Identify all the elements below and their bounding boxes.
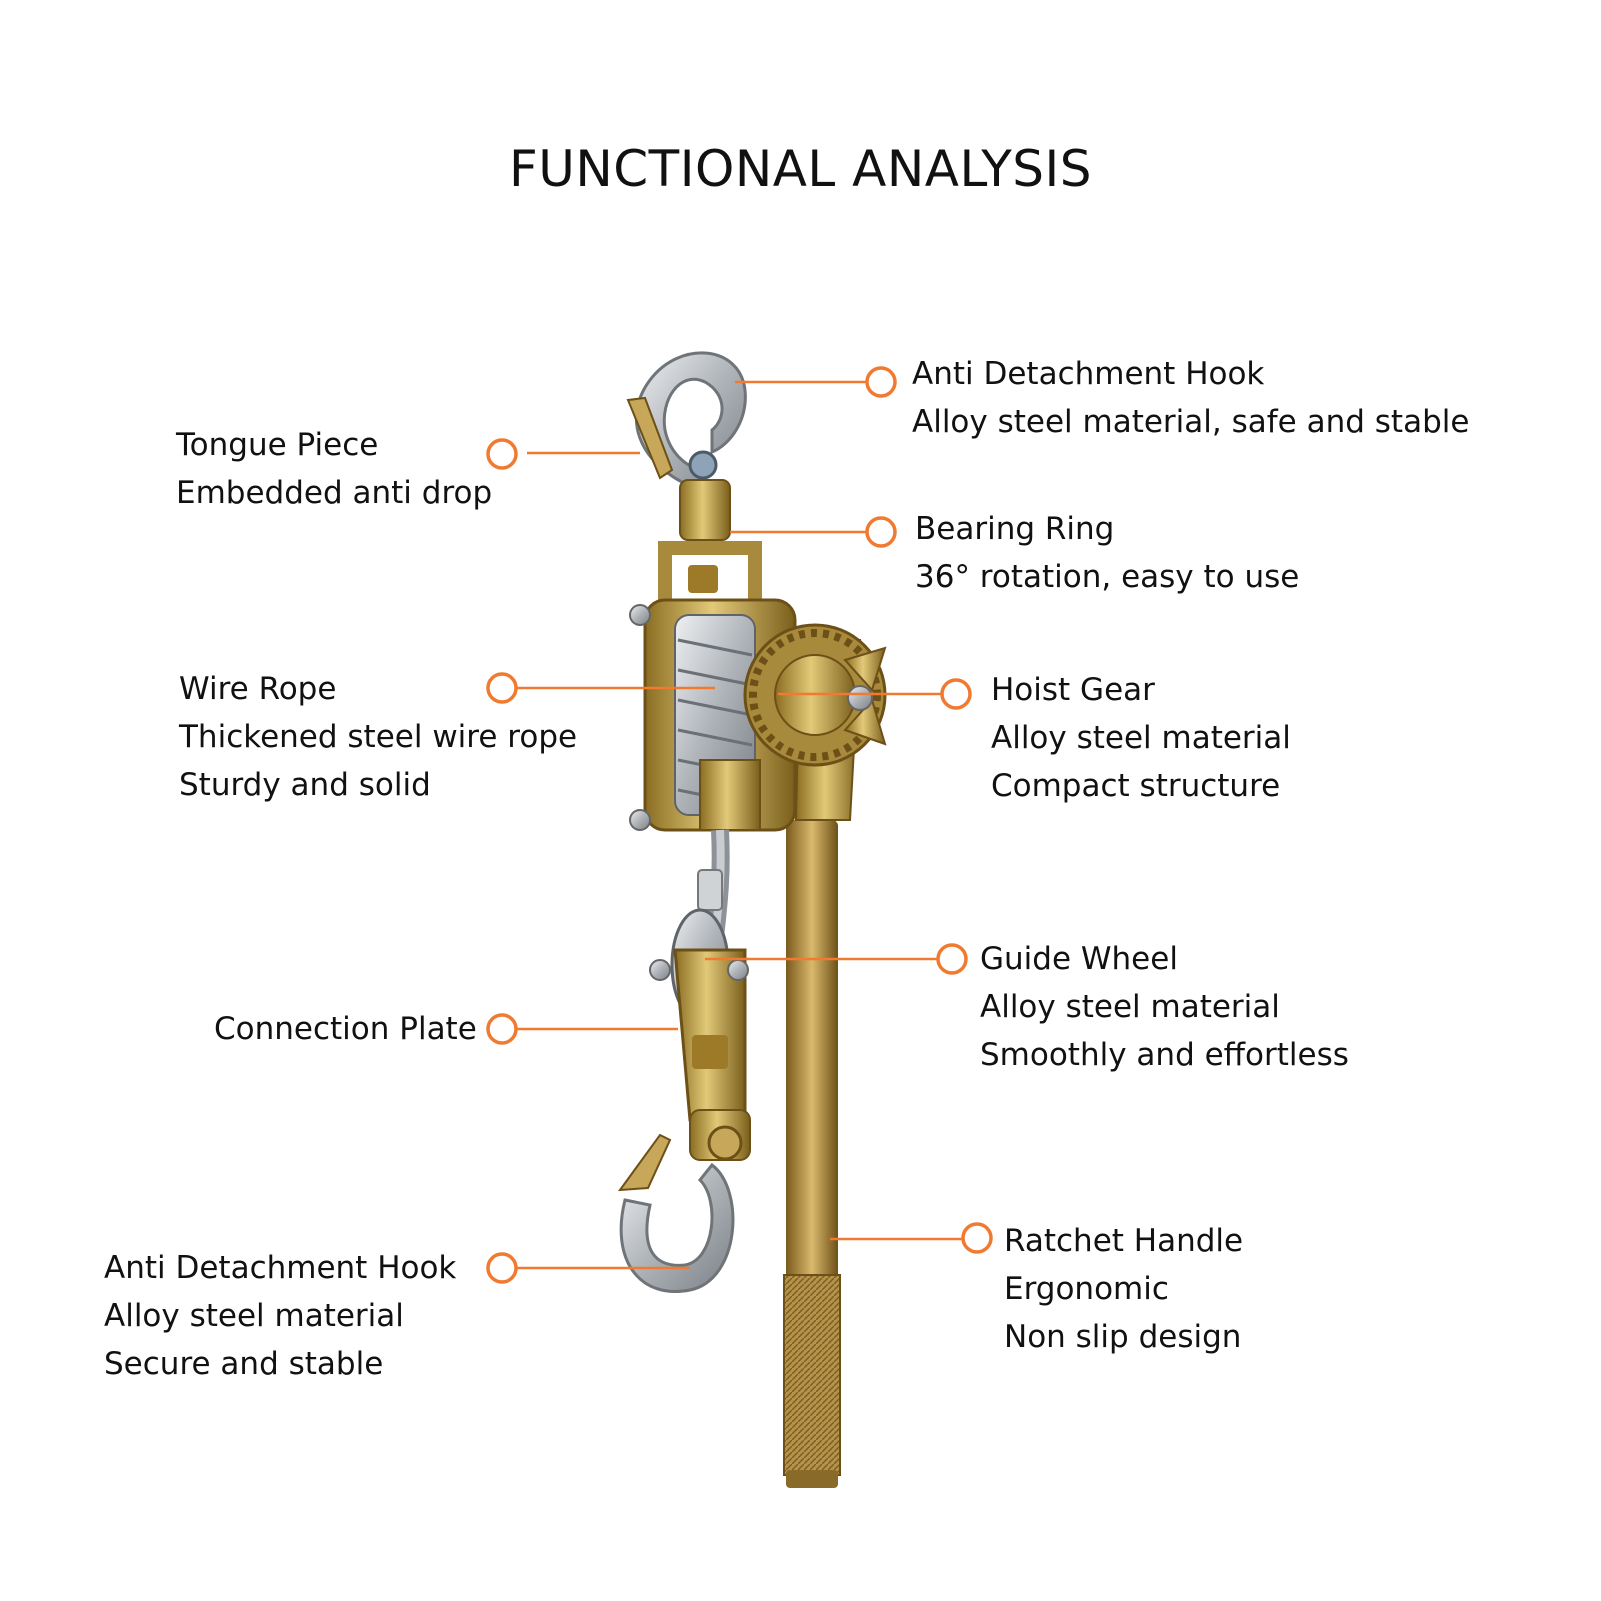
callout-bearing-ring: Bearing Ring 36° rotation, easy to use xyxy=(915,505,1299,601)
callout-line: Alloy steel material, safe and stable xyxy=(912,404,1470,440)
guide-wheel xyxy=(649,908,749,1122)
callout-line: Alloy steel material xyxy=(991,720,1291,756)
callout-line: Non slip design xyxy=(1004,1319,1242,1355)
page-title: FUNCTIONAL ANALYSIS xyxy=(509,140,1092,198)
callout-connection-plate: Connection Plate xyxy=(214,1005,477,1053)
callout-title: Wire Rope xyxy=(179,671,337,707)
callout-line: Alloy steel material xyxy=(104,1298,404,1334)
callout-line: 36° rotation, easy to use xyxy=(915,559,1300,595)
callout-ratchet-handle: Ratchet Handle Ergonomic Non slip design xyxy=(1004,1217,1243,1361)
callout-line: Ergonomic xyxy=(1004,1271,1169,1307)
callout-title: Connection Plate xyxy=(214,1011,477,1047)
callout-line: Secure and stable xyxy=(104,1346,384,1382)
top-hook xyxy=(626,351,747,541)
callout-wire-rope: Wire Rope Thickened steel wire rope Stur… xyxy=(179,665,577,809)
callout-line: Sturdy and solid xyxy=(179,767,431,803)
callout-bottom-hook: Anti Detachment Hook Alloy steel materia… xyxy=(104,1244,456,1388)
callout-hoist-gear: Hoist Gear Alloy steel material Compact … xyxy=(991,666,1291,810)
callout-line: Smoothly and effortless xyxy=(980,1037,1349,1073)
callout-tongue-piece: Tongue Piece Embedded anti drop xyxy=(176,421,492,517)
callout-line: Thickened steel wire rope xyxy=(179,719,578,755)
callout-line: Alloy steel material xyxy=(980,989,1280,1025)
callout-title: Guide Wheel xyxy=(980,941,1178,977)
bottom-hook xyxy=(617,1109,751,1293)
callout-line: Compact structure xyxy=(991,768,1281,804)
callout-title: Hoist Gear xyxy=(991,672,1155,708)
callout-title: Ratchet Handle xyxy=(1004,1223,1244,1259)
callout-top-hook: Anti Detachment Hook Alloy steel materia… xyxy=(912,350,1469,446)
callout-title: Anti Detachment Hook xyxy=(104,1250,457,1286)
callout-guide-wheel: Guide Wheel Alloy steel material Smoothl… xyxy=(980,935,1349,1079)
callout-line: Embedded anti drop xyxy=(176,475,493,511)
callout-title: Bearing Ring xyxy=(915,511,1115,547)
callout-markers xyxy=(486,366,993,1284)
callout-title: Tongue Piece xyxy=(176,427,379,463)
callout-title: Anti Detachment Hook xyxy=(912,356,1265,392)
